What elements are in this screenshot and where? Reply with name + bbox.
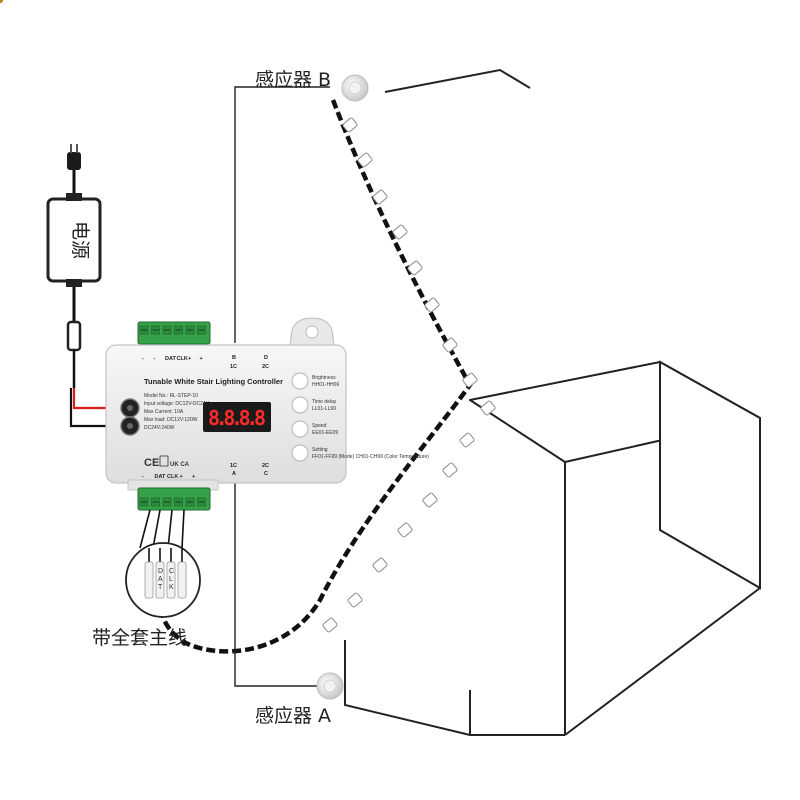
wire-tag-letter: T <box>158 584 163 591</box>
spec-line: Max load: DC12V:120W <box>144 417 198 423</box>
wire-zoom-circle: DAT CLK <box>125 542 201 618</box>
trash-bin-icon <box>159 455 169 467</box>
controller-button[interactable] <box>291 420 309 438</box>
port-top-2c: 2C <box>262 364 269 370</box>
connector-box <box>397 522 413 538</box>
full-wire-label: 带全套主线 <box>92 627 187 649</box>
port-top-1c: 1C <box>230 364 237 370</box>
black-wire <box>69 388 118 428</box>
connector-box <box>442 462 458 478</box>
wire-sleeve <box>166 561 176 599</box>
staircase <box>344 68 761 736</box>
controller-output-wires <box>139 509 185 549</box>
bottom-terminal-label: + <box>192 474 195 480</box>
landing-side <box>659 360 761 590</box>
power-supply: 电源 <box>46 144 118 428</box>
controller-button[interactable] <box>291 396 309 414</box>
cert-ce: CE <box>144 457 159 469</box>
connector-box <box>462 372 478 388</box>
connector-box <box>342 117 358 133</box>
sensor-b-wire <box>234 86 330 343</box>
bottom-terminal-label: - <box>142 474 144 480</box>
spec-line: Input voltage: DC12V-DC24V <box>144 401 210 407</box>
port-bottom-a: A <box>232 471 236 477</box>
wire-tag-letter: L <box>169 576 173 583</box>
sensor-a-label: 感应器 A <box>255 705 331 727</box>
connector-box <box>424 297 440 313</box>
bottom-terminal-label: DAT <box>155 474 167 480</box>
wire-sleeve <box>144 561 154 599</box>
port-bottom-2c: 2C <box>262 463 269 469</box>
top-terminal-label: - <box>142 356 144 362</box>
button-range: LL01-LL99 <box>312 406 336 412</box>
red-wire <box>72 388 118 410</box>
wire-tag-letter: C <box>169 568 174 575</box>
connector-box <box>322 617 338 633</box>
controller-button[interactable] <box>291 444 309 462</box>
bottom-terminal-label: + <box>180 474 183 480</box>
led-display <box>203 402 271 432</box>
port-top-d: D <box>264 355 268 361</box>
bottom-terminal-label: CLK <box>167 474 178 480</box>
connector-box <box>442 337 458 353</box>
button-label: Speed <box>312 423 327 429</box>
spec-line: DC24V:240W <box>144 425 175 431</box>
connector-box <box>392 224 408 240</box>
button-label: Time delay <box>312 399 337 405</box>
wire-tag-letter: A <box>158 576 163 583</box>
connector-box <box>407 260 423 276</box>
connector-box <box>422 492 438 508</box>
sensor-a-wire <box>234 475 320 687</box>
plug-icon <box>67 152 81 170</box>
top-terminal-label: + <box>200 356 203 362</box>
spec-line: Max Current: 10A <box>144 409 184 415</box>
button-range: HH01-HH06 <box>312 382 339 388</box>
cert-ukca: UK CA <box>170 462 190 468</box>
wire-tag-letter: K <box>169 584 174 591</box>
wire-sleeve <box>177 561 187 599</box>
button-range: EE01-EE09 <box>312 430 338 436</box>
sensor-a <box>316 672 344 700</box>
connector-box <box>459 432 475 448</box>
wire-tag-letter: D <box>158 568 163 575</box>
connector-box <box>372 189 388 205</box>
controller-title: Tunable White Stair Lighting Controller <box>144 377 283 386</box>
port-bottom-1c: 1C <box>230 463 237 469</box>
connector-box <box>480 400 496 416</box>
main-cable <box>160 99 496 654</box>
sensor-b-label: 感应器 B <box>255 69 331 91</box>
power-supply-label: 电源 <box>69 221 91 259</box>
port-top-b: B <box>232 355 236 361</box>
port-bottom-c: C <box>264 471 268 477</box>
connector-box <box>372 557 388 573</box>
top-terminal-label: - <box>154 356 156 362</box>
button-label: Setting <box>312 447 328 453</box>
button-label: Brightness <box>312 375 336 381</box>
sensor-b <box>341 74 369 102</box>
controller-button[interactable] <box>291 372 309 390</box>
wire-sleeve <box>155 561 165 599</box>
display-digits: 8.8.8.8 <box>208 406 266 430</box>
top-terminal-label: DAT <box>165 356 177 362</box>
top-terminal-label: CLK <box>177 356 188 362</box>
spec-line: Model No.: RL-STEP-10 <box>144 393 198 399</box>
button-range: FF01-FF99 (Mode) CH01-CH99 (Color Temper… <box>312 454 429 460</box>
connector-box <box>347 592 363 608</box>
connector-box <box>357 152 373 168</box>
top-terminal-label: + <box>188 356 191 362</box>
